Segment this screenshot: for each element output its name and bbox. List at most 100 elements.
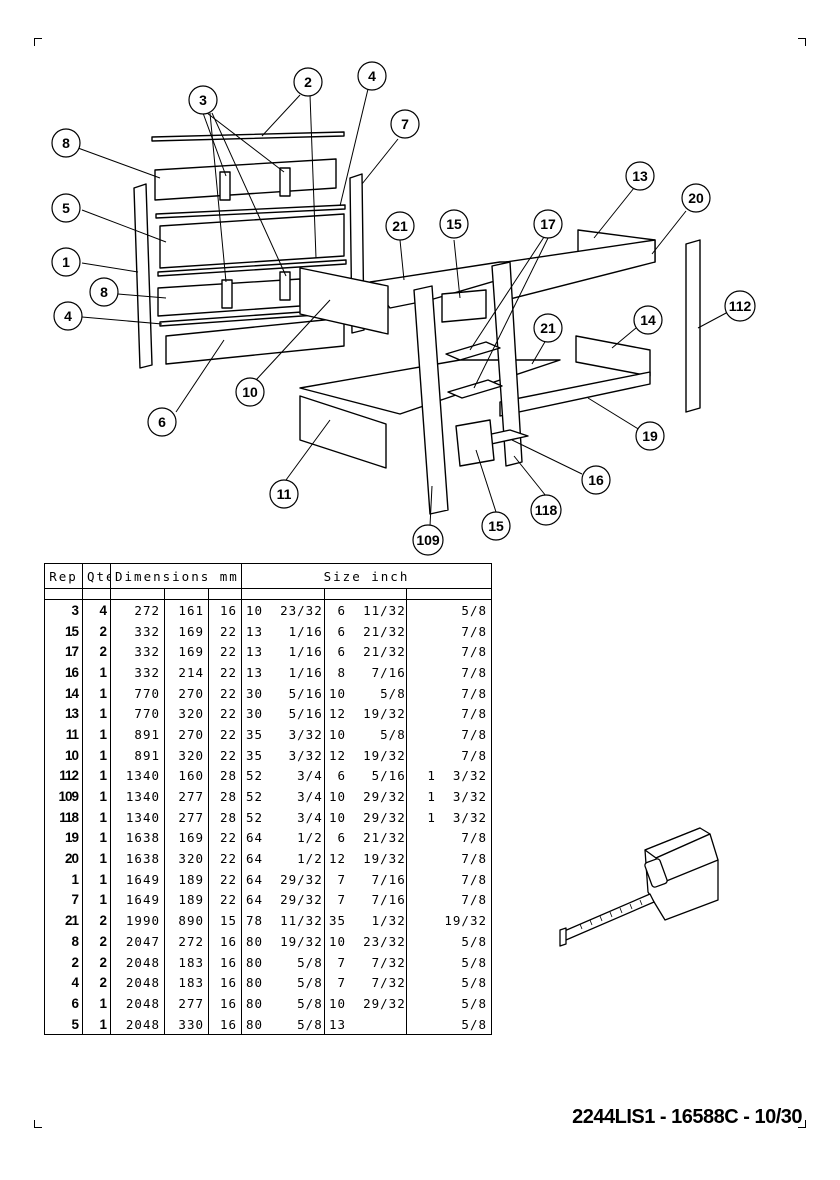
- part-10-panel: [299, 267, 389, 335]
- cell-length-inch: 10 23/32: [241, 599, 325, 621]
- cell-rep: 118: [44, 806, 83, 828]
- part-15-upper-panel: [441, 289, 487, 323]
- cell-thickness-inch: 5/8: [406, 972, 492, 994]
- part-3-cleat: [279, 271, 291, 301]
- cell-width-mm: 320: [164, 848, 209, 869]
- cell-thickness-mm: 22: [208, 620, 242, 642]
- cell-width-inch: 12 19/32: [324, 848, 407, 869]
- callout-part-number: 8: [89, 277, 119, 307]
- part-8-upper-panel: [154, 158, 337, 201]
- callout-label: 20: [688, 190, 704, 206]
- cell-width-mm: 189: [164, 868, 209, 890]
- cell-width-inch: 10 29/32: [324, 993, 407, 1014]
- cell-thickness-mm: 28: [208, 786, 242, 807]
- cell-rep: 7: [44, 889, 83, 911]
- cell-qte: 1: [82, 848, 111, 869]
- cell-length-inch: 64 29/32: [241, 868, 325, 890]
- cell-width-inch: 12 19/32: [324, 744, 407, 766]
- cell-thickness-inch: 7/8: [406, 868, 492, 890]
- cell-width-mm: 214: [164, 662, 209, 683]
- cell-length-inch: 30 5/16: [241, 703, 325, 725]
- cell-width-inch: 7 7/32: [324, 972, 407, 994]
- cell-width-mm: 330: [164, 1013, 209, 1036]
- cell-thickness-mm: 16: [208, 931, 242, 952]
- cell-qte: 1: [82, 765, 111, 787]
- cell-width-inch: 10 5/8: [324, 682, 407, 704]
- cell-thickness-inch: 7/8: [406, 889, 492, 911]
- cell-length-inch: 52 3/4: [241, 786, 325, 807]
- cell-thickness-inch: 1 3/32: [406, 806, 492, 828]
- cell-thickness-mm: 16: [208, 599, 242, 621]
- cell-length-inch: 80 5/8: [241, 951, 325, 973]
- callout-part-number: 15: [481, 511, 511, 541]
- part-4-upper-shelf: [155, 204, 346, 219]
- cell-width-inch: 6 21/32: [324, 827, 407, 849]
- cell-thickness-mm: 22: [208, 703, 242, 725]
- cell-thickness-mm: 22: [208, 662, 242, 683]
- callout-part-number: 2: [293, 67, 323, 97]
- cell-qte: 4: [82, 599, 111, 621]
- callout-label: 4: [368, 68, 376, 84]
- cell-width-mm: 272: [164, 931, 209, 952]
- callout-part-number: 118: [530, 494, 562, 526]
- cell-length-mm: 1990: [110, 910, 165, 931]
- callout-part-number: 7: [390, 109, 420, 139]
- cell-length-inch: 78 11/32: [241, 910, 325, 931]
- crop-mark: [34, 1120, 42, 1128]
- callout-label: 14: [640, 312, 656, 328]
- part-2-lower-rail: [157, 259, 347, 277]
- cell-width-mm: 169: [164, 620, 209, 642]
- cell-width-mm: 169: [164, 641, 209, 663]
- cell-thickness-inch: 19/32: [406, 910, 492, 931]
- part-3-cleat: [221, 279, 233, 309]
- cell-length-inch: 80 5/8: [241, 972, 325, 994]
- cell-thickness-inch: 7/8: [406, 682, 492, 704]
- callout-label: 19: [642, 428, 658, 444]
- table-spacer-row: [44, 588, 492, 600]
- crop-mark: [34, 38, 42, 46]
- cell-qte: 1: [82, 662, 111, 683]
- crop-mark: [798, 38, 806, 46]
- cell-qte: 2: [82, 641, 111, 663]
- cell-length-inch: 35 3/32: [241, 744, 325, 766]
- cell-thickness-inch: 7/8: [406, 703, 492, 725]
- part-109-ladder-side: [413, 285, 449, 515]
- header-dimensions: Dimensions mm: [110, 563, 242, 589]
- cell-length-inch: 80 19/32: [241, 931, 325, 952]
- cell-length-mm: 891: [110, 744, 165, 766]
- part-5-panel: [159, 213, 345, 269]
- cell-thickness-mm: 16: [208, 1013, 242, 1036]
- callout-label: 118: [535, 502, 558, 518]
- cell-length-inch: 35 3/32: [241, 724, 325, 745]
- cell-width-inch: 7 7/16: [324, 868, 407, 890]
- callout-part-number: 16: [581, 465, 611, 495]
- cell-width-inch: 10 29/32: [324, 806, 407, 828]
- callout-part-number: 17: [533, 209, 563, 239]
- cell-width-mm: 183: [164, 951, 209, 973]
- document-reference: 2244LIS1 - 16588C - 10/30: [572, 1106, 802, 1128]
- cell-width-inch: 10 23/32: [324, 931, 407, 952]
- cell-length-inch: 13 1/16: [241, 620, 325, 642]
- cell-thickness-inch: 7/8: [406, 848, 492, 869]
- cell-width-inch: 6 5/16: [324, 765, 407, 787]
- callout-label: 15: [446, 216, 462, 232]
- cell-rep: 15: [44, 620, 83, 642]
- cell-qte: 1: [82, 682, 111, 704]
- callout-label: 112: [729, 298, 752, 314]
- cell-width-mm: 169: [164, 827, 209, 849]
- cell-length-mm: 332: [110, 641, 165, 663]
- cell-length-inch: 64 1/2: [241, 827, 325, 849]
- cell-length-inch: 52 3/4: [241, 806, 325, 828]
- cell-length-mm: 1649: [110, 868, 165, 890]
- cell-length-inch: 80 5/8: [241, 993, 325, 1014]
- cell-length-mm: 1340: [110, 806, 165, 828]
- cell-width-mm: 277: [164, 786, 209, 807]
- cell-rep: 5: [44, 1013, 83, 1036]
